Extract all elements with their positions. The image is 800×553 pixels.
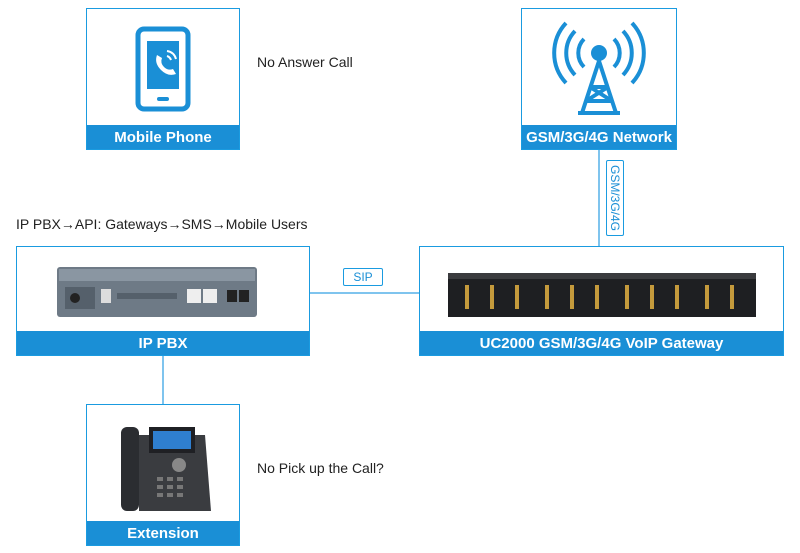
mobile-phone-icon xyxy=(87,9,239,125)
ip-pbx-device-icon xyxy=(17,247,309,331)
gsm-network-node: GSM/3G/4G Network xyxy=(521,8,677,150)
gsm-network-label: GSM/3G/4G Network xyxy=(522,125,676,149)
link-pbx-gateway xyxy=(310,292,420,294)
gateway-node: UC2000 GSM/3G/4G VoIP Gateway xyxy=(419,246,784,356)
gateway-label: UC2000 GSM/3G/4G VoIP Gateway xyxy=(420,331,783,355)
desk-phone-icon xyxy=(87,405,239,521)
link-pbx-extension xyxy=(162,356,164,404)
link-network-gateway xyxy=(598,150,600,246)
sip-tag: SIP xyxy=(343,268,383,286)
ip-pbx-node: IP PBX xyxy=(16,246,310,356)
mobile-phone-label: Mobile Phone xyxy=(87,125,239,149)
cell-tower-icon xyxy=(522,9,676,125)
extension-label: Extension xyxy=(87,521,239,545)
mobile-phone-node: Mobile Phone xyxy=(86,8,240,150)
no-pickup-annotation: No Pick up the Call? xyxy=(257,460,384,476)
api-flow-annotation: IP PBX→API: Gateways→SMS→Mobile Users xyxy=(16,216,308,232)
extension-node: Extension xyxy=(86,404,240,546)
ip-pbx-label: IP PBX xyxy=(17,331,309,355)
gateway-device-icon xyxy=(420,247,783,331)
gsm-link-tag: GSM/3G/4G xyxy=(606,160,624,236)
no-answer-annotation: No Answer Call xyxy=(257,54,353,70)
